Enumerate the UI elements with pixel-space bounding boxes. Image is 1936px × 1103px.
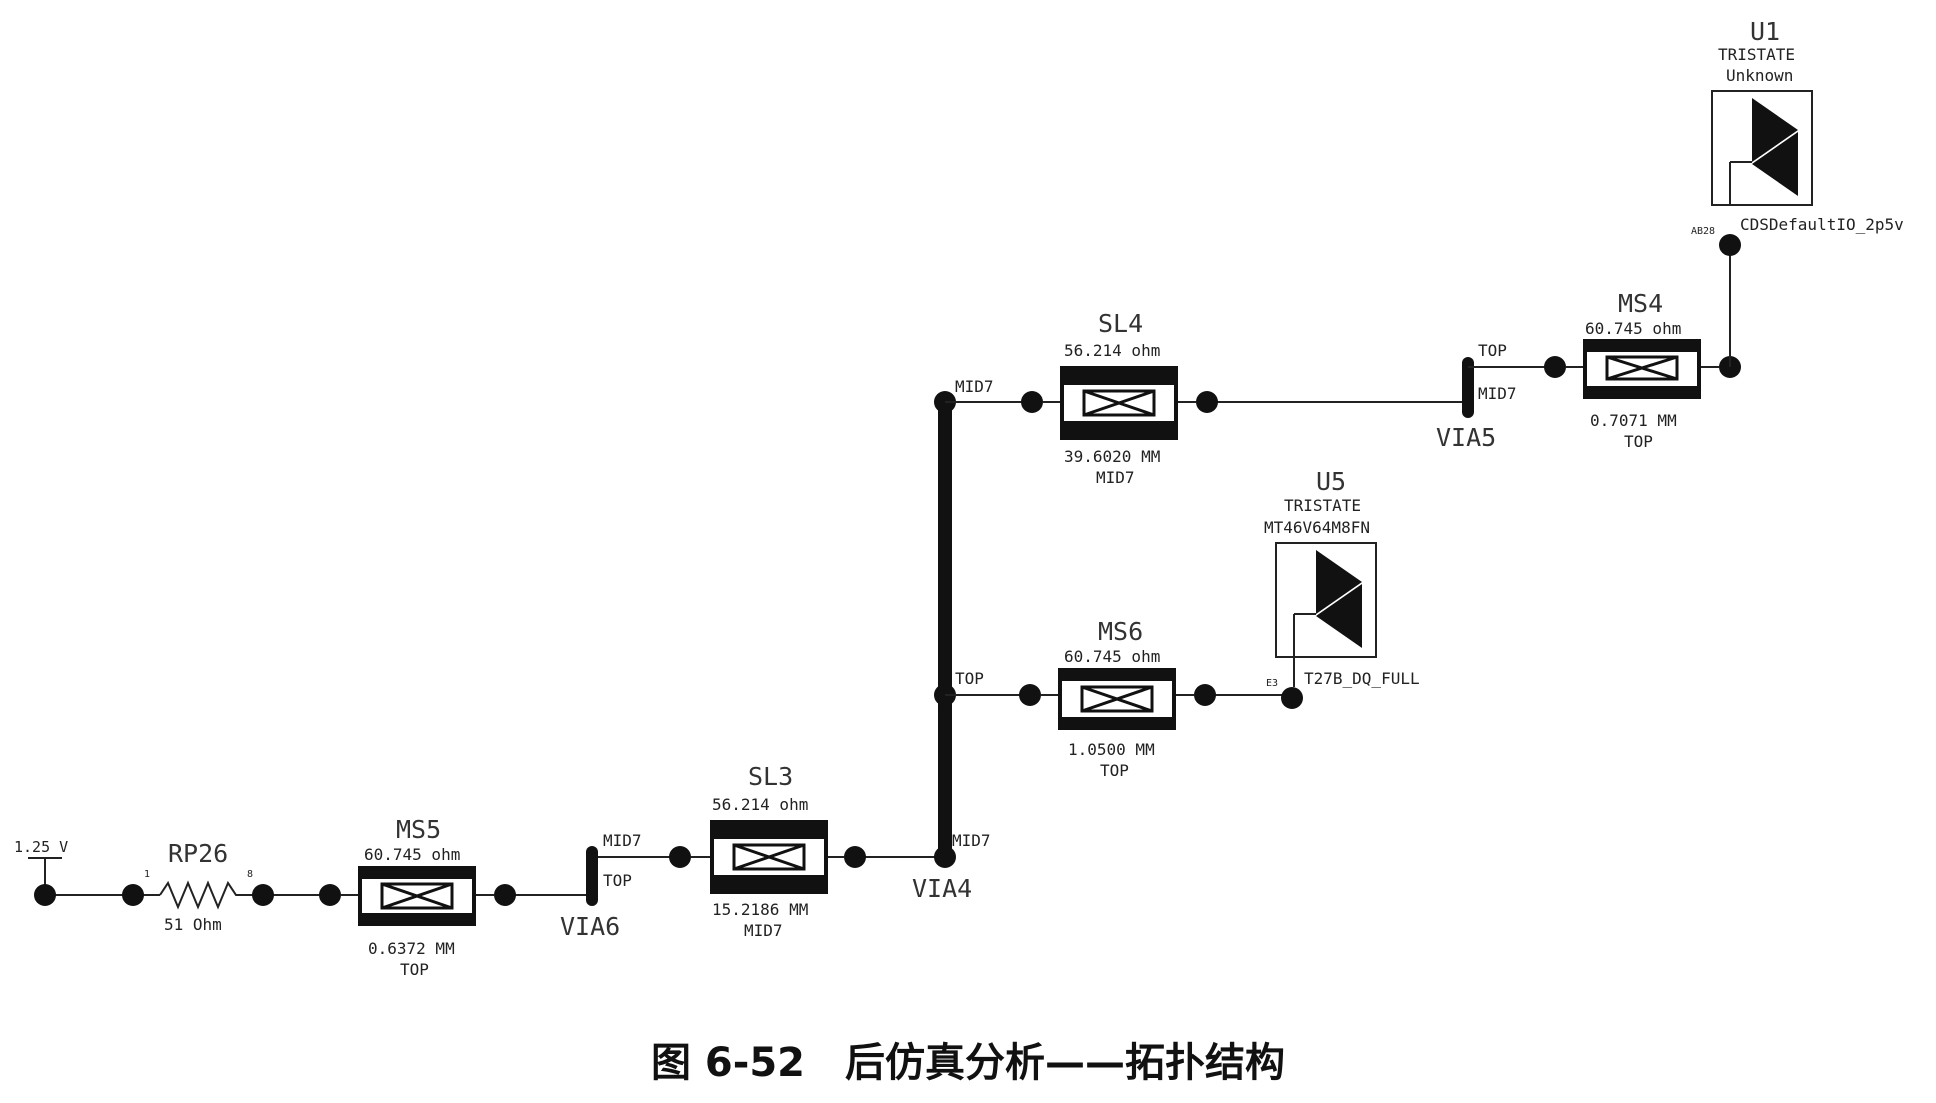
via6-top-label: MID7 bbox=[603, 831, 642, 850]
ms4-length: 0.7071 MM bbox=[1590, 411, 1677, 430]
source-1v25: 1.25 V bbox=[14, 838, 68, 906]
ms5-name: MS5 bbox=[396, 815, 441, 844]
sl4-length: 39.6020 MM bbox=[1064, 447, 1160, 466]
ms4-name: MS4 bbox=[1618, 289, 1663, 318]
resistor-value: 51 Ohm bbox=[164, 915, 222, 934]
u5-name: U5 bbox=[1316, 467, 1346, 496]
u1-model: CDSDefaultIO_2p5v bbox=[1740, 215, 1904, 234]
buffer-up-icon bbox=[1752, 98, 1798, 162]
via6: VIA6 MID7 TOP bbox=[560, 831, 642, 941]
u1-name: U1 bbox=[1750, 17, 1780, 46]
sl4-name: SL4 bbox=[1098, 309, 1143, 338]
u5-pin: E3 bbox=[1266, 678, 1278, 689]
ms4-layer: TOP bbox=[1624, 432, 1653, 451]
resistor-pin-left: 1 bbox=[144, 869, 150, 880]
tline-ms4: MS4 60.745 ohm 0.7071 MM TOP bbox=[1544, 289, 1741, 451]
via5-name: VIA5 bbox=[1436, 423, 1496, 452]
u1-type: TRISTATE bbox=[1718, 45, 1795, 64]
u1-part: Unknown bbox=[1726, 66, 1793, 85]
ms6-name: MS6 bbox=[1098, 617, 1143, 646]
via4-branch-mid-label: TOP bbox=[955, 669, 984, 688]
via5-bottom-label: MID7 bbox=[1478, 384, 1517, 403]
via4: VIA4 MID7 MID7 TOP bbox=[912, 377, 994, 903]
tline-ms5: MS5 60.745 ohm 0.6372 MM TOP bbox=[319, 815, 516, 979]
resistor-name: RP26 bbox=[168, 839, 228, 868]
buffer-up-icon bbox=[1316, 550, 1362, 614]
via6-bottom-label: TOP bbox=[603, 871, 632, 890]
via5-top-label: TOP bbox=[1478, 341, 1507, 360]
ms5-length: 0.6372 MM bbox=[368, 939, 455, 958]
sl3-name: SL3 bbox=[748, 762, 793, 791]
via6-name: VIA6 bbox=[560, 912, 620, 941]
sl3-length: 15.2186 MM bbox=[712, 900, 808, 919]
resistor-pin-right: 8 bbox=[247, 869, 253, 880]
source-label: 1.25 V bbox=[14, 838, 68, 856]
sl4-layer: MID7 bbox=[1096, 468, 1135, 487]
via4-top-label: MID7 bbox=[952, 831, 991, 850]
u5-part: MT46V64M8FN bbox=[1264, 518, 1370, 537]
ms6-length: 1.0500 MM bbox=[1068, 740, 1155, 759]
figure-caption: 图 6-52 后仿真分析——拓扑结构 bbox=[650, 1040, 1286, 1086]
u5-model: T27B_DQ_FULL bbox=[1304, 669, 1420, 688]
ms6-impedance: 60.745 ohm bbox=[1064, 647, 1160, 666]
sl4-impedance: 56.214 ohm bbox=[1064, 341, 1160, 360]
ms5-impedance: 60.745 ohm bbox=[364, 845, 460, 864]
ms6-layer: TOP bbox=[1100, 761, 1129, 780]
driver-u1: U1 TRISTATE Unknown AB28 CDSDefaultIO_2p… bbox=[1691, 17, 1904, 367]
via4-name: VIA4 bbox=[912, 874, 972, 903]
tline-sl3: SL3 56.214 ohm 15.2186 MM MID7 bbox=[669, 762, 866, 940]
driver-u5: U5 TRISTATE MT46V64M8FN E3 T27B_DQ_FULL bbox=[1264, 467, 1420, 709]
via4-branch-top-label: MID7 bbox=[955, 377, 994, 396]
u1-pin: AB28 bbox=[1691, 226, 1715, 237]
sl3-layer: MID7 bbox=[744, 921, 783, 940]
ms5-layer: TOP bbox=[400, 960, 429, 979]
via5: VIA5 TOP MID7 bbox=[1436, 341, 1555, 452]
tline-sl4: SL4 56.214 ohm 39.6020 MM MID7 bbox=[1021, 309, 1218, 487]
buffer-down-icon bbox=[1316, 584, 1362, 648]
tline-ms6: MS6 60.745 ohm 1.0500 MM TOP bbox=[1019, 617, 1216, 780]
sl3-impedance: 56.214 ohm bbox=[712, 795, 808, 814]
buffer-down-icon bbox=[1752, 132, 1798, 196]
resistor-rp26: RP26 51 Ohm 1 8 bbox=[122, 839, 274, 934]
u5-type: TRISTATE bbox=[1284, 496, 1361, 515]
ms4-impedance: 60.745 ohm bbox=[1585, 319, 1681, 338]
